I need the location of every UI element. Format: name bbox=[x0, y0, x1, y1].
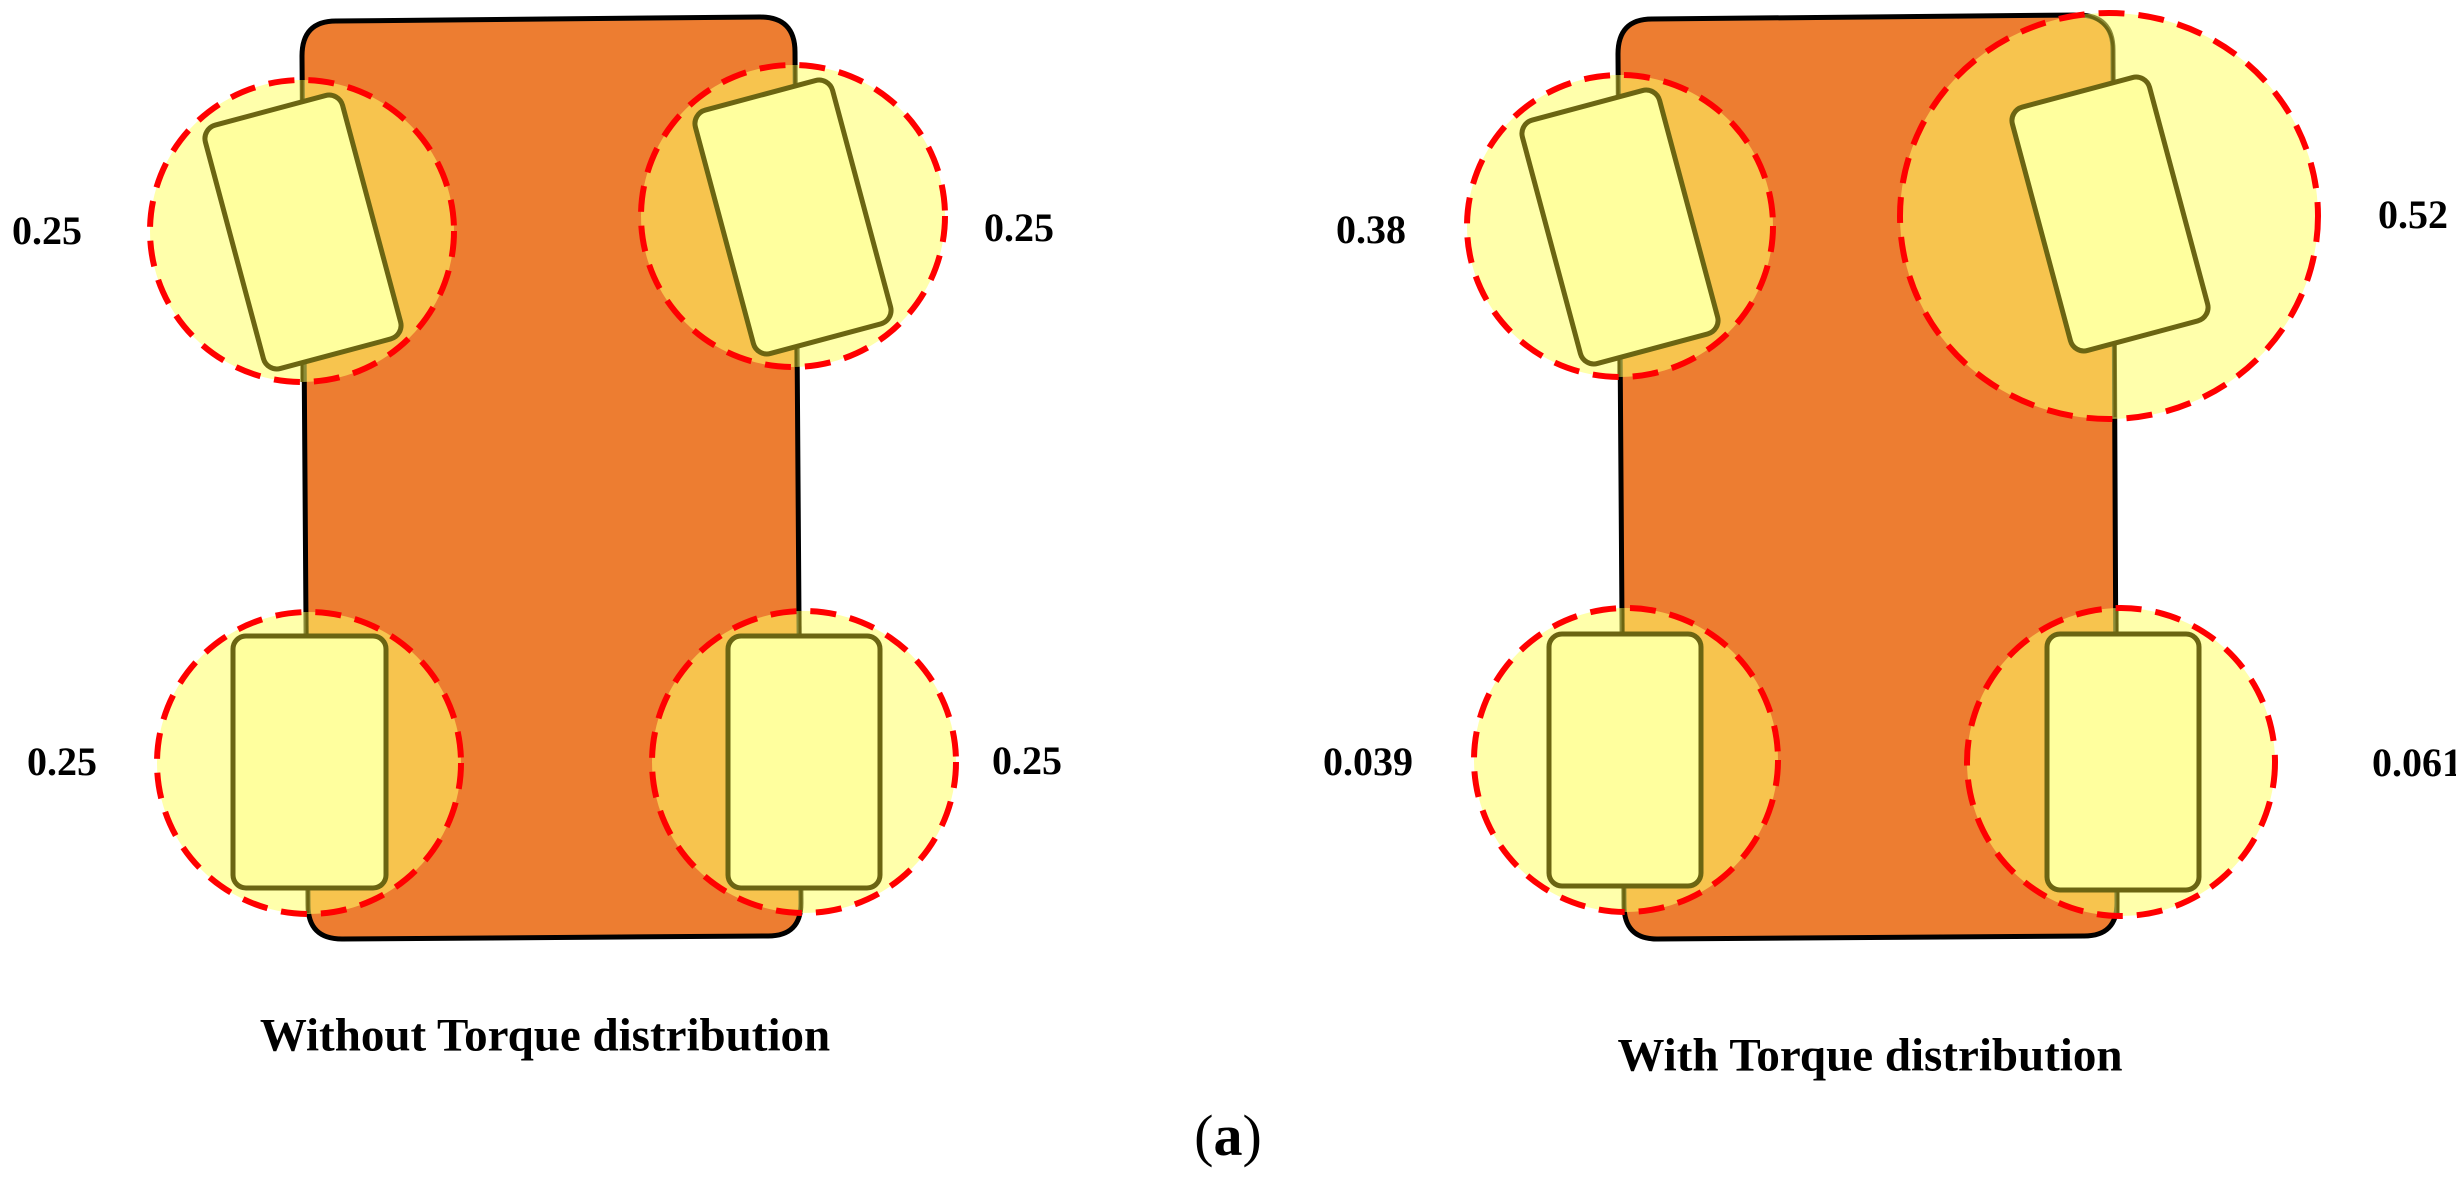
dashed-outline bbox=[154, 609, 464, 917]
panel-letter: a bbox=[1213, 1103, 1243, 1168]
panel-title-with: With Torque distribution bbox=[1617, 1029, 2123, 1082]
dashed-outline bbox=[1464, 72, 1776, 380]
label-front-left-without: 0.25 bbox=[12, 208, 82, 253]
dashed-outline bbox=[1897, 10, 2321, 422]
dashed-outline bbox=[638, 62, 948, 370]
tire-icon bbox=[230, 633, 389, 891]
dashed-outline bbox=[147, 77, 457, 385]
label-front-right-with: 0.52 bbox=[2378, 192, 2448, 237]
label-front-right-without: 0.25 bbox=[984, 205, 1054, 250]
label-rear-left-with: 0.039 bbox=[1323, 739, 1413, 784]
tire-icon bbox=[725, 633, 883, 891]
wheel-rear-right bbox=[649, 608, 959, 916]
tire-icon bbox=[1519, 87, 1721, 367]
wheel-front-right bbox=[1897, 10, 2321, 422]
dashed-outline bbox=[1964, 605, 2278, 919]
wheel-front-left bbox=[1464, 72, 1776, 380]
figure-panel-label: (a) bbox=[1194, 1107, 1262, 1165]
dashed-outline bbox=[649, 608, 959, 916]
vehicle-without-torque-distribution bbox=[147, 14, 959, 942]
label-rear-right-without: 0.25 bbox=[992, 738, 1062, 783]
tire-icon bbox=[1546, 631, 1704, 889]
tire-icon bbox=[692, 77, 894, 357]
wheel-rear-left bbox=[154, 609, 464, 917]
label-front-left-with: 0.38 bbox=[1336, 207, 1406, 252]
label-rear-left-without: 0.25 bbox=[27, 739, 97, 784]
paren-open: ( bbox=[1194, 1103, 1214, 1168]
vehicle-with-torque-distribution bbox=[1464, 10, 2321, 942]
tire-icon bbox=[2009, 74, 2211, 354]
wheel-rear-right bbox=[1964, 605, 2278, 919]
label-rear-right-with: 0.061 bbox=[2372, 740, 2456, 785]
wheel-front-left bbox=[147, 77, 457, 385]
tire-icon bbox=[202, 92, 404, 372]
wheel-front-right bbox=[638, 62, 948, 370]
wheel-rear-left bbox=[1471, 605, 1781, 915]
panel-title-without: Without Torque distribution bbox=[259, 1009, 831, 1062]
tire-icon bbox=[2044, 631, 2202, 893]
paren-close: ) bbox=[1242, 1103, 1262, 1168]
dashed-outline bbox=[1471, 605, 1781, 915]
